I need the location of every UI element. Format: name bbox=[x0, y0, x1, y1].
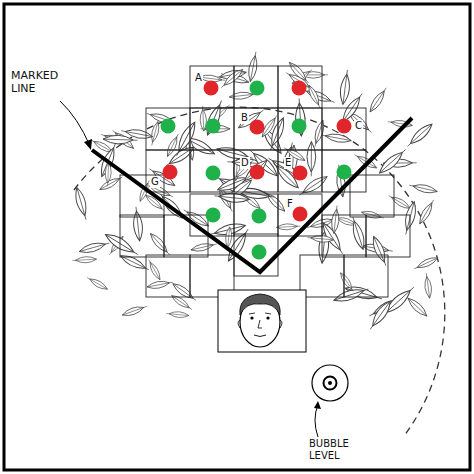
leaf bbox=[413, 255, 439, 272]
leaf bbox=[72, 256, 97, 263]
point-letter: D bbox=[240, 157, 250, 169]
leaf bbox=[78, 239, 110, 255]
grid-square bbox=[278, 150, 322, 192]
leaf bbox=[267, 116, 288, 151]
point-letter: C bbox=[354, 120, 363, 132]
leaf bbox=[339, 69, 352, 104]
sample-dot bbox=[163, 165, 178, 180]
point-letter: E bbox=[284, 157, 292, 169]
sample-dot bbox=[292, 119, 307, 134]
arrowhead bbox=[314, 401, 321, 409]
marked-line bbox=[92, 118, 412, 272]
leaf bbox=[276, 223, 300, 230]
leaf bbox=[405, 121, 435, 149]
grid-square bbox=[278, 66, 322, 108]
sample-dot bbox=[204, 81, 219, 96]
grid-square bbox=[146, 150, 190, 192]
grid-square bbox=[344, 255, 388, 297]
leaf bbox=[103, 230, 140, 258]
leaf bbox=[311, 119, 326, 148]
sample-dot bbox=[206, 119, 221, 134]
sample-dot bbox=[337, 165, 352, 180]
leader-line bbox=[315, 404, 318, 437]
leaf bbox=[86, 275, 109, 292]
bubble-level-symbol bbox=[312, 365, 348, 401]
sample-dot bbox=[161, 119, 176, 134]
grid bbox=[120, 66, 410, 297]
leaf bbox=[307, 141, 316, 176]
leaf bbox=[172, 120, 199, 158]
leaf bbox=[367, 299, 394, 332]
leaf bbox=[306, 84, 323, 109]
grid-square bbox=[190, 108, 234, 150]
grid-square bbox=[146, 108, 190, 150]
leaf bbox=[146, 279, 173, 290]
leader-line bbox=[60, 101, 90, 146]
leaf bbox=[149, 121, 161, 146]
grid-square bbox=[234, 66, 278, 108]
face bbox=[218, 290, 306, 352]
leaf bbox=[103, 135, 138, 145]
callout-label: BUBBLE LEVEL bbox=[308, 438, 364, 461]
leaf bbox=[105, 163, 112, 187]
grid-square bbox=[350, 175, 394, 217]
leaf bbox=[370, 235, 390, 268]
sample-dot bbox=[293, 207, 308, 222]
grid-square bbox=[234, 150, 278, 192]
point-letter: A bbox=[194, 72, 203, 84]
leaf bbox=[190, 241, 217, 253]
leaf bbox=[132, 206, 144, 241]
sample-dot bbox=[250, 120, 265, 135]
grid-square bbox=[234, 194, 278, 236]
grid-square bbox=[234, 108, 278, 150]
point-letter: F bbox=[286, 198, 294, 210]
sample-dot bbox=[252, 209, 267, 224]
dashed-circle bbox=[74, 107, 445, 436]
leaf bbox=[121, 303, 148, 318]
arrowhead bbox=[84, 139, 92, 150]
grid-square bbox=[164, 215, 208, 257]
sample-dot bbox=[337, 119, 352, 134]
leaf bbox=[219, 67, 245, 90]
leaf bbox=[166, 311, 189, 319]
sample-dot bbox=[293, 166, 308, 181]
leaf bbox=[73, 186, 90, 221]
leaf bbox=[423, 273, 433, 299]
point-letter: B bbox=[240, 112, 249, 124]
sample-dots bbox=[161, 81, 352, 260]
sample-dot bbox=[206, 208, 221, 223]
sample-dot bbox=[292, 81, 307, 96]
grid-square bbox=[146, 255, 190, 297]
leaf bbox=[148, 231, 173, 257]
grid-square bbox=[322, 108, 366, 150]
grid-square bbox=[366, 215, 410, 257]
grid-square bbox=[300, 255, 344, 297]
grid-square bbox=[190, 66, 234, 108]
grid-square bbox=[322, 215, 366, 257]
sample-dot bbox=[250, 81, 265, 96]
leaf bbox=[338, 271, 355, 293]
leaf bbox=[349, 216, 367, 251]
leaf bbox=[417, 198, 437, 226]
callout-label: MARKED LINE bbox=[10, 70, 74, 95]
leaf bbox=[214, 191, 250, 203]
leaf bbox=[387, 193, 412, 211]
leaf bbox=[203, 99, 226, 137]
grid-square bbox=[278, 108, 322, 150]
grid-square bbox=[120, 215, 164, 257]
leaf bbox=[321, 131, 352, 144]
leaf bbox=[367, 86, 389, 114]
grid-square bbox=[190, 150, 234, 192]
sample-dot bbox=[206, 166, 221, 181]
sample-dot bbox=[250, 165, 265, 180]
point-letter: G bbox=[150, 176, 160, 188]
leaf bbox=[247, 51, 260, 82]
sample-dot bbox=[252, 245, 267, 260]
frame bbox=[4, 4, 470, 470]
leaf bbox=[409, 182, 438, 195]
leaf bbox=[330, 205, 340, 234]
